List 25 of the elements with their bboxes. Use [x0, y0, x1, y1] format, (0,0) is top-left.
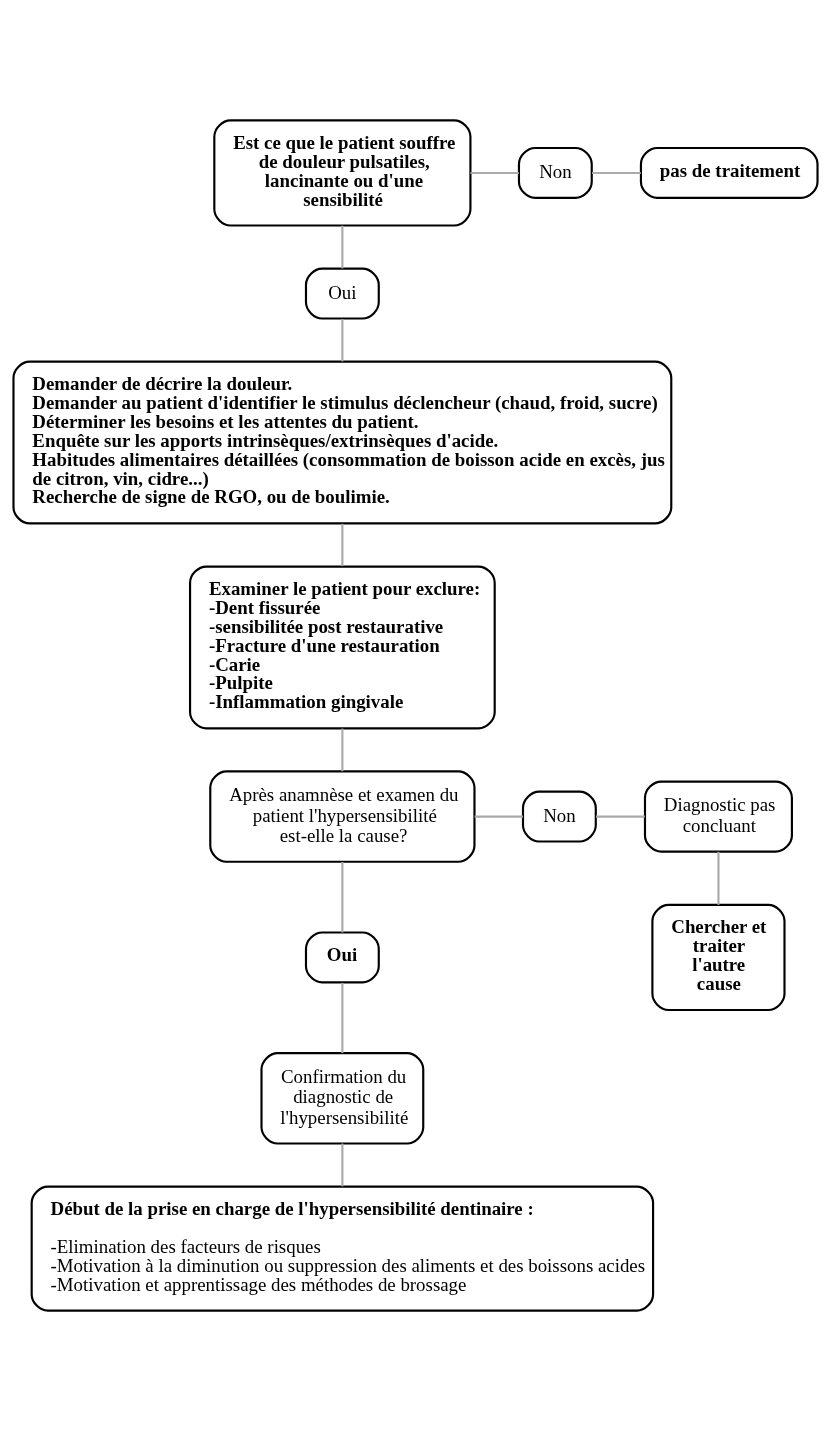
node-box: Est ce que le patient souffre de douleur pulsatiles, lancinante ou d'une sensibilité	[213, 118, 472, 227]
node-box: Oui	[304, 267, 380, 320]
connector	[341, 861, 344, 932]
node-box: Chercher et traiter l'autre cause	[651, 903, 786, 1011]
node-box: Non	[521, 790, 597, 843]
connector	[717, 851, 720, 905]
connector	[341, 982, 344, 1053]
connector	[592, 171, 641, 174]
connector	[470, 171, 519, 174]
node-box: Oui	[304, 930, 380, 983]
connector	[341, 318, 344, 361]
connector	[341, 1143, 344, 1186]
connector	[341, 523, 344, 566]
node-box: Début de la prise en charge de l'hypersensibilité dentinaire : -Elimination des facteurs de risques -Motivation à la diminution ou suppression des aliments et des boissons acides -Motivation et apprentissage des méthodes de brossage	[30, 1185, 655, 1312]
node-box: Examiner le patient pour exclure: -Dent fissurée -sensibilitée post restaurative -Fracture d'une restauration -Carie -Pulpite -Inflammation gingivale	[189, 564, 496, 729]
node-box: Diagnostic pas concluant	[643, 779, 793, 853]
node-box: Après anamnèse et examen du patient l'hypersensibilité est-elle la cause?	[209, 769, 476, 863]
connector	[474, 815, 523, 818]
node-box: Confirmation du diagnostic de l'hypersensibilité	[260, 1051, 425, 1145]
connector	[341, 728, 344, 771]
node-box: Demander de décrire la douleur. Demander au patient d'identifier le stimulus déclencheur (chaud, froid, sucre) Déterminer les besoins et les attentes du patient. Enquête sur les apports intrinsèques/extrinsèques d'acide. Habitudes alimentaires détaillées (consommation de boisson acide en excès, jus de citron, vin, cidre...) Recherche de signe de RGO, ou de boulimie.	[12, 360, 673, 524]
node-box: Non	[517, 146, 593, 199]
connector	[596, 815, 645, 818]
node-box: pas de traitement	[639, 146, 819, 199]
connector	[341, 225, 344, 268]
